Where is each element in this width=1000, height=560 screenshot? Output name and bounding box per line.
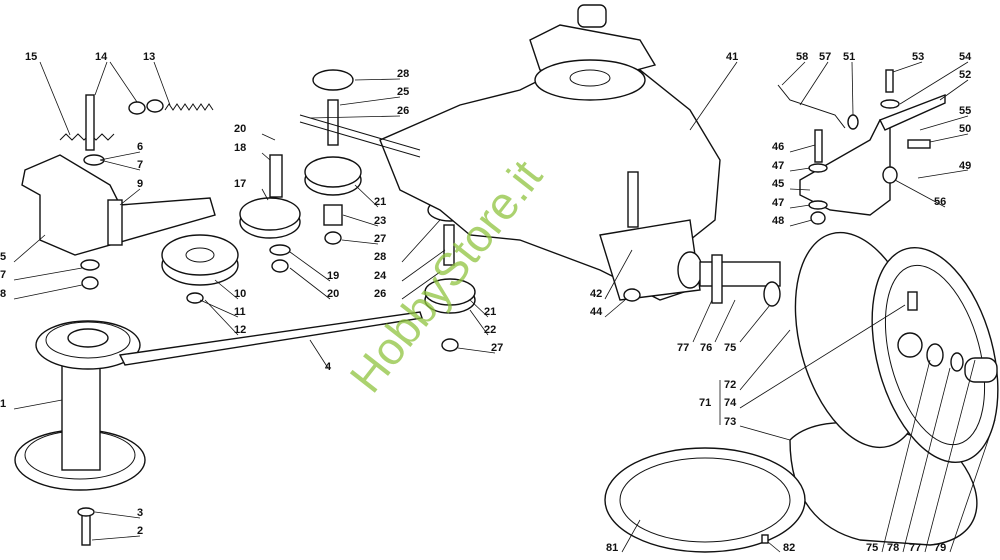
part-callout-55: 55 [959,105,972,117]
part-callout-58: 58 [796,51,809,63]
part-callout-57: 57 [819,51,832,63]
part-callout-22: 22 [484,324,497,336]
part-callout-21: 21 [374,196,387,208]
part-callout-77: 77 [677,342,690,354]
part-callout-7: 7 [137,159,144,171]
part-callout-10: 10 [234,288,247,300]
part-callout-72: 72 [724,379,737,391]
part-callout-27: 27 [491,342,504,354]
part-callout-12: 12 [234,324,247,336]
part-callout-3: 3 [137,507,144,519]
part-callout-45: 45 [772,178,785,190]
part-callout-53: 53 [912,51,925,63]
part-callout-23: 23 [374,215,387,227]
part-callout-47: 47 [772,197,785,209]
part-callout-18: 18 [234,142,247,154]
part-callout-24: 24 [374,270,387,282]
part-callout-49: 49 [959,160,972,172]
part-callout-47: 47 [772,160,785,172]
part-callout-1: 1 [0,398,7,410]
part-callout-44: 44 [590,306,603,318]
part-callout-73: 73 [724,416,737,428]
part-callout-56: 56 [934,196,947,208]
part-callout-17: 17 [234,178,247,190]
part-callout-13: 13 [143,51,156,63]
part-callout-81: 81 [606,542,619,554]
part-callout-75: 75 [724,342,737,354]
part-callout-15: 15 [25,51,38,63]
part-callout-26: 26 [374,288,387,300]
wheel [789,231,999,546]
part-callout-6: 6 [137,141,144,153]
part-callout-14: 14 [95,51,108,63]
part-callout-77: 77 [909,542,922,554]
part-callout-46: 46 [772,141,785,153]
part-callout-79: 79 [934,542,947,554]
part-callout-7: 7 [0,269,7,281]
part-callout-74: 74 [724,397,737,409]
part-callout-41: 41 [726,51,739,63]
part-callout-20: 20 [327,288,340,300]
part-callout-28: 28 [397,68,410,80]
part-callout-11: 11 [234,306,246,318]
part-callout-48: 48 [772,215,785,227]
part-callout-19: 19 [327,270,340,282]
part-callout-4: 4 [325,361,332,373]
part-callout-51: 51 [843,51,856,63]
part-callout-71: 71 [699,397,712,409]
wheel-cover [604,447,806,553]
part-callout-82: 82 [783,542,796,554]
transmission [299,4,721,302]
part-callout-5: 5 [0,251,7,263]
part-callout-76: 76 [700,342,713,354]
part-callout-50: 50 [959,123,972,135]
drive-pulley [14,320,146,491]
part-callout-2: 2 [137,525,144,537]
part-callout-25: 25 [397,86,410,98]
part-callout-28: 28 [374,251,387,263]
part-callout-21: 21 [484,306,497,318]
part-callout-26: 26 [397,105,410,117]
part-callout-54: 54 [959,51,972,63]
part-callout-8: 8 [0,288,7,300]
part-callout-20: 20 [234,123,247,135]
part-callout-27: 27 [374,233,387,245]
part-callout-75: 75 [866,542,879,554]
part-callout-52: 52 [959,69,972,81]
belt [118,311,423,366]
part-callout-9: 9 [137,178,144,190]
part-callout-42: 42 [590,288,603,300]
part-callout-78: 78 [887,542,900,554]
